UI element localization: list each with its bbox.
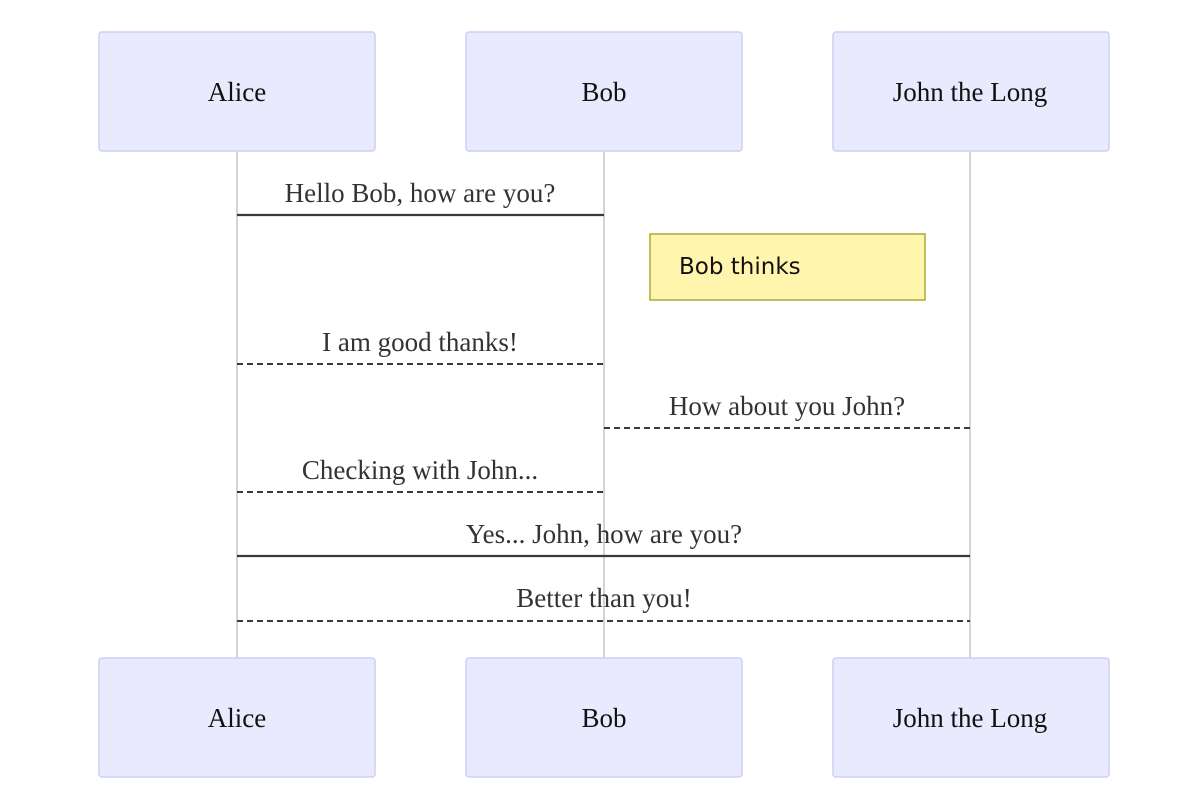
message-2: I am good thanks! [237, 327, 604, 365]
actor-box [98, 657, 376, 778]
message-1: Hello Bob, how are you? [237, 178, 604, 217]
actor-box [98, 31, 376, 152]
message-label: Checking with John... [302, 455, 538, 485]
actor-label: John the Long [893, 703, 1048, 733]
actor-label: Bob [581, 77, 626, 107]
message-label: Yes... John, how are you? [466, 519, 742, 549]
actor-label: Bob [581, 703, 626, 733]
actor-bottom-bob: Bob [465, 657, 743, 778]
message-label: Better than you! [516, 583, 691, 613]
message-label: Hello Bob, how are you? [285, 178, 556, 208]
actor-box [465, 657, 743, 778]
note-bob-thinks: Bob thinks [649, 233, 926, 301]
actor-box [465, 31, 743, 152]
actor-box [832, 31, 1110, 152]
message-4: Checking with John... [237, 455, 604, 493]
actor-box [832, 657, 1110, 778]
message-label: How about you John? [669, 391, 905, 421]
actor-label: Alice [208, 703, 266, 733]
actor-bottom-john: John the Long [832, 657, 1110, 778]
actor-top-alice: Alice [98, 31, 376, 152]
actor-bottom-alice: Alice [98, 657, 376, 778]
actor-label: Alice [208, 77, 266, 107]
actor-top-john: John the Long [832, 31, 1110, 152]
message-label: I am good thanks! [322, 327, 518, 357]
message-5: Yes... John, how are you? [237, 519, 970, 558]
message-3: How about you John? [604, 391, 970, 429]
message-6: Better than you! [237, 583, 970, 622]
actor-top-bob: Bob [465, 31, 743, 152]
actor-label: John the Long [893, 77, 1048, 107]
note-box [649, 233, 926, 301]
note-label: Bob thinks [679, 254, 801, 280]
